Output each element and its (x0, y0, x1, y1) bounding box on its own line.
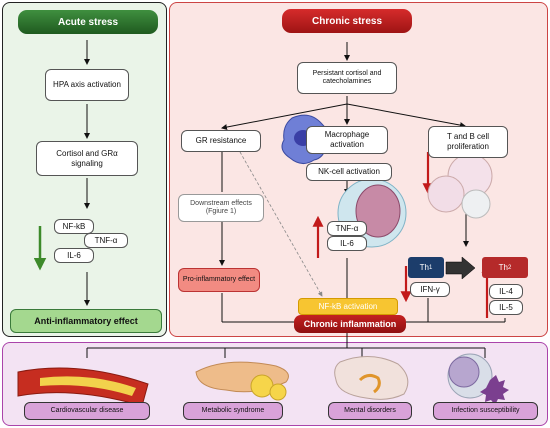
anti-inflammatory-box: Anti-inflammatory effect (10, 309, 162, 333)
tb-cell-proliferation-box: T and B cell proliferation (428, 126, 508, 158)
outcome-mental-box: Mental disorders (328, 402, 412, 420)
hpa-axis-box: HPA axis activation (45, 69, 129, 101)
ifng-box: IFN-γ (410, 282, 450, 297)
gr-resistance-box: GR resistance (181, 130, 261, 152)
acute-stress-title: Acute stress (18, 10, 158, 34)
outcome-metabolic-box: Metabolic syndrome (183, 402, 283, 420)
chronic-il6-box: IL-6 (327, 236, 367, 251)
persistent-cortisol-box: Persistant cortisol and catecholamines (297, 62, 397, 94)
il4-box: IL-4 (489, 284, 523, 299)
acute-il6-box: IL-6 (54, 248, 94, 263)
chronic-inflammation-banner: Chronic inflammation (294, 315, 406, 333)
cortisol-gra-box: Cortisol and GRα signaling (36, 141, 138, 176)
pancreas-icon (195, 361, 289, 401)
microbe-icon (447, 353, 509, 405)
chronic-stress-title: Chronic stress (282, 9, 412, 33)
nk-cell-activation-box: NK-cell activation (306, 163, 392, 181)
outcome-cardiovascular-box: Cardiovascular disease (24, 402, 150, 420)
lymphocyte-icon (427, 153, 493, 219)
brain-icon (334, 356, 409, 400)
nfkb-activation-box: NF-kB activation (298, 298, 398, 315)
outcome-infection-box: Infection susceptibility (433, 402, 538, 420)
downstream-effects-box: Downstream effects (Fgiure 1) (178, 194, 264, 222)
il5-box: IL-5 (489, 300, 523, 315)
pro-inflammatory-box: Pro-inflammatory effect (178, 268, 260, 292)
chronic-tnfa-box: TNF-α (327, 221, 367, 236)
acute-tnfa-box: TNF-α (84, 233, 128, 248)
macrophage-activation-box: Macrophage activation (306, 126, 388, 154)
acute-nfkb-box: NF-kB (54, 219, 94, 234)
artery-icon (17, 367, 149, 407)
